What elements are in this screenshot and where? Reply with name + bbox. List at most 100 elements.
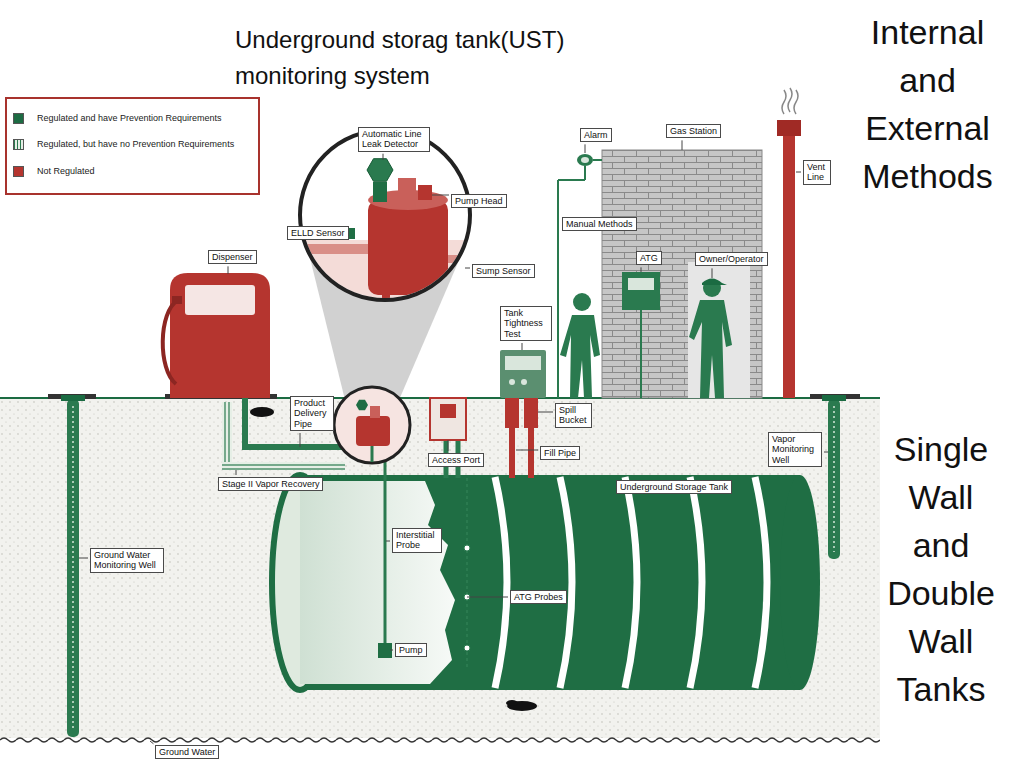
pump-head-detail	[373, 182, 387, 202]
callout-text: Dispenser	[212, 252, 253, 262]
leader-line	[150, 741, 153, 744]
callout-text: Product Delivery Pipe	[294, 398, 330, 429]
vent-pipe	[777, 120, 801, 136]
callout-text: Automatic Line Leak Detector	[362, 129, 426, 150]
alarm	[581, 157, 589, 163]
tank-tightness-device	[505, 356, 541, 370]
callout-text: Sump Sensor	[476, 266, 531, 276]
callout-text: Pump	[399, 645, 423, 655]
leader-line	[538, 412, 553, 413]
ground-water-monitoring-well	[61, 395, 85, 737]
callout-label: Automatic Line Leak Detector	[358, 127, 430, 152]
ground-water-monitoring-well	[61, 395, 85, 401]
callout-label: Owner/Operator	[695, 252, 768, 266]
leader-line	[300, 433, 301, 447]
atg-probe	[464, 545, 470, 551]
callout-label: Sump Sensor	[472, 264, 535, 278]
leader-line	[383, 154, 384, 160]
tank-tightness-device	[509, 379, 515, 385]
legend-text: Regulated and have Prevention Requiremen…	[37, 112, 222, 125]
legend-swatch	[13, 139, 24, 150]
storage-tank	[690, 477, 702, 688]
leader-line	[432, 195, 449, 196]
atg-probe	[464, 478, 470, 668]
storage-tank	[755, 477, 767, 688]
storage-tank	[780, 475, 820, 690]
leader-line	[467, 597, 508, 598]
leader-line	[228, 266, 229, 274]
vapor-monitoring-well	[822, 395, 846, 401]
callout-text: Ground Water Monitoring Well	[94, 550, 160, 571]
pump-pipe	[378, 643, 392, 658]
pump-pipe	[384, 462, 387, 644]
vapor-monitoring-well	[822, 395, 846, 559]
title: Underground storag tank(UST) monitoring …	[235, 22, 635, 94]
callout-text: ELLD Sensor	[291, 228, 345, 238]
pump-pipe	[378, 462, 392, 658]
alarm	[558, 154, 602, 180]
spill-bucket	[524, 398, 538, 428]
atg-probe	[466, 478, 468, 668]
callout-label: Interstitial Probe	[392, 528, 442, 553]
storage-tank	[495, 477, 507, 688]
callout-text: Owner/Operator	[699, 254, 764, 264]
callout-text: Spill Bucket	[559, 405, 588, 426]
callout-label: ELLD Sensor	[287, 226, 349, 240]
callout-label: Ground Water	[155, 745, 219, 759]
leader-line	[448, 440, 449, 451]
storage-tank	[625, 477, 637, 688]
dispenser	[172, 296, 182, 304]
callout-text: Gas Station	[670, 126, 717, 136]
fill-pipe	[509, 426, 515, 478]
callout-text: Ground Water	[159, 747, 215, 757]
legend-box: Regulated and have Prevention Requiremen…	[5, 97, 260, 195]
leader-line	[585, 144, 586, 153]
vent-pipe	[788, 88, 792, 112]
soil	[0, 398, 880, 738]
callout-text: Access Port	[432, 455, 480, 465]
spill-bucket	[505, 398, 538, 428]
callout-text: Stage II Vapor Recovery	[222, 479, 319, 489]
callout-label: Pump Head	[451, 194, 507, 208]
leader-line	[682, 140, 683, 150]
sump-detail	[356, 416, 390, 446]
callout-text: Interstitial Probe	[396, 530, 438, 551]
sump-detail	[334, 387, 410, 463]
side-heading: Internal and External Methods	[855, 8, 1000, 200]
callout-text: Alarm	[584, 130, 608, 140]
callout-label: Spill Bucket	[555, 403, 592, 428]
legend-swatch	[13, 166, 24, 177]
spill-bucket	[505, 398, 519, 428]
callout-label: Fill Pipe	[540, 446, 580, 460]
vent-pipe	[794, 90, 798, 114]
storage-tank	[560, 477, 572, 688]
callout-label: Ground Water Monitoring Well	[90, 548, 164, 573]
atg-probe	[464, 645, 470, 651]
sump-detail	[356, 400, 368, 410]
leader-line	[796, 172, 801, 173]
callout-text: Vapor Monitoring Well	[772, 434, 818, 465]
gas-station	[640, 310, 642, 398]
pump-head-detail	[300, 130, 470, 300]
pump-head-detail	[300, 130, 480, 310]
callout-label: Alarm	[580, 128, 612, 142]
alarm	[584, 166, 586, 180]
ground-water-monitoring-well	[67, 399, 79, 737]
vapor-recovery	[222, 402, 232, 464]
sump-detail	[334, 387, 410, 463]
callout-label: Access Port	[428, 453, 484, 467]
pump-head-detail	[398, 178, 416, 200]
tank-tightness-device	[521, 379, 527, 385]
dispenser	[185, 285, 255, 315]
callout-text: Pump Head	[455, 196, 503, 206]
manual-methods-pole	[557, 180, 559, 398]
manual-methods-pole	[558, 180, 559, 398]
access-port	[440, 404, 456, 418]
vapor-monitoring-well	[833, 406, 835, 552]
legend-swatch	[13, 113, 24, 124]
callout-label: Product Delivery Pipe	[290, 396, 334, 431]
leader-line	[236, 470, 237, 475]
fill-pipe	[528, 426, 534, 478]
legend-text: Regulated, but have no Prevention Requir…	[37, 138, 234, 151]
